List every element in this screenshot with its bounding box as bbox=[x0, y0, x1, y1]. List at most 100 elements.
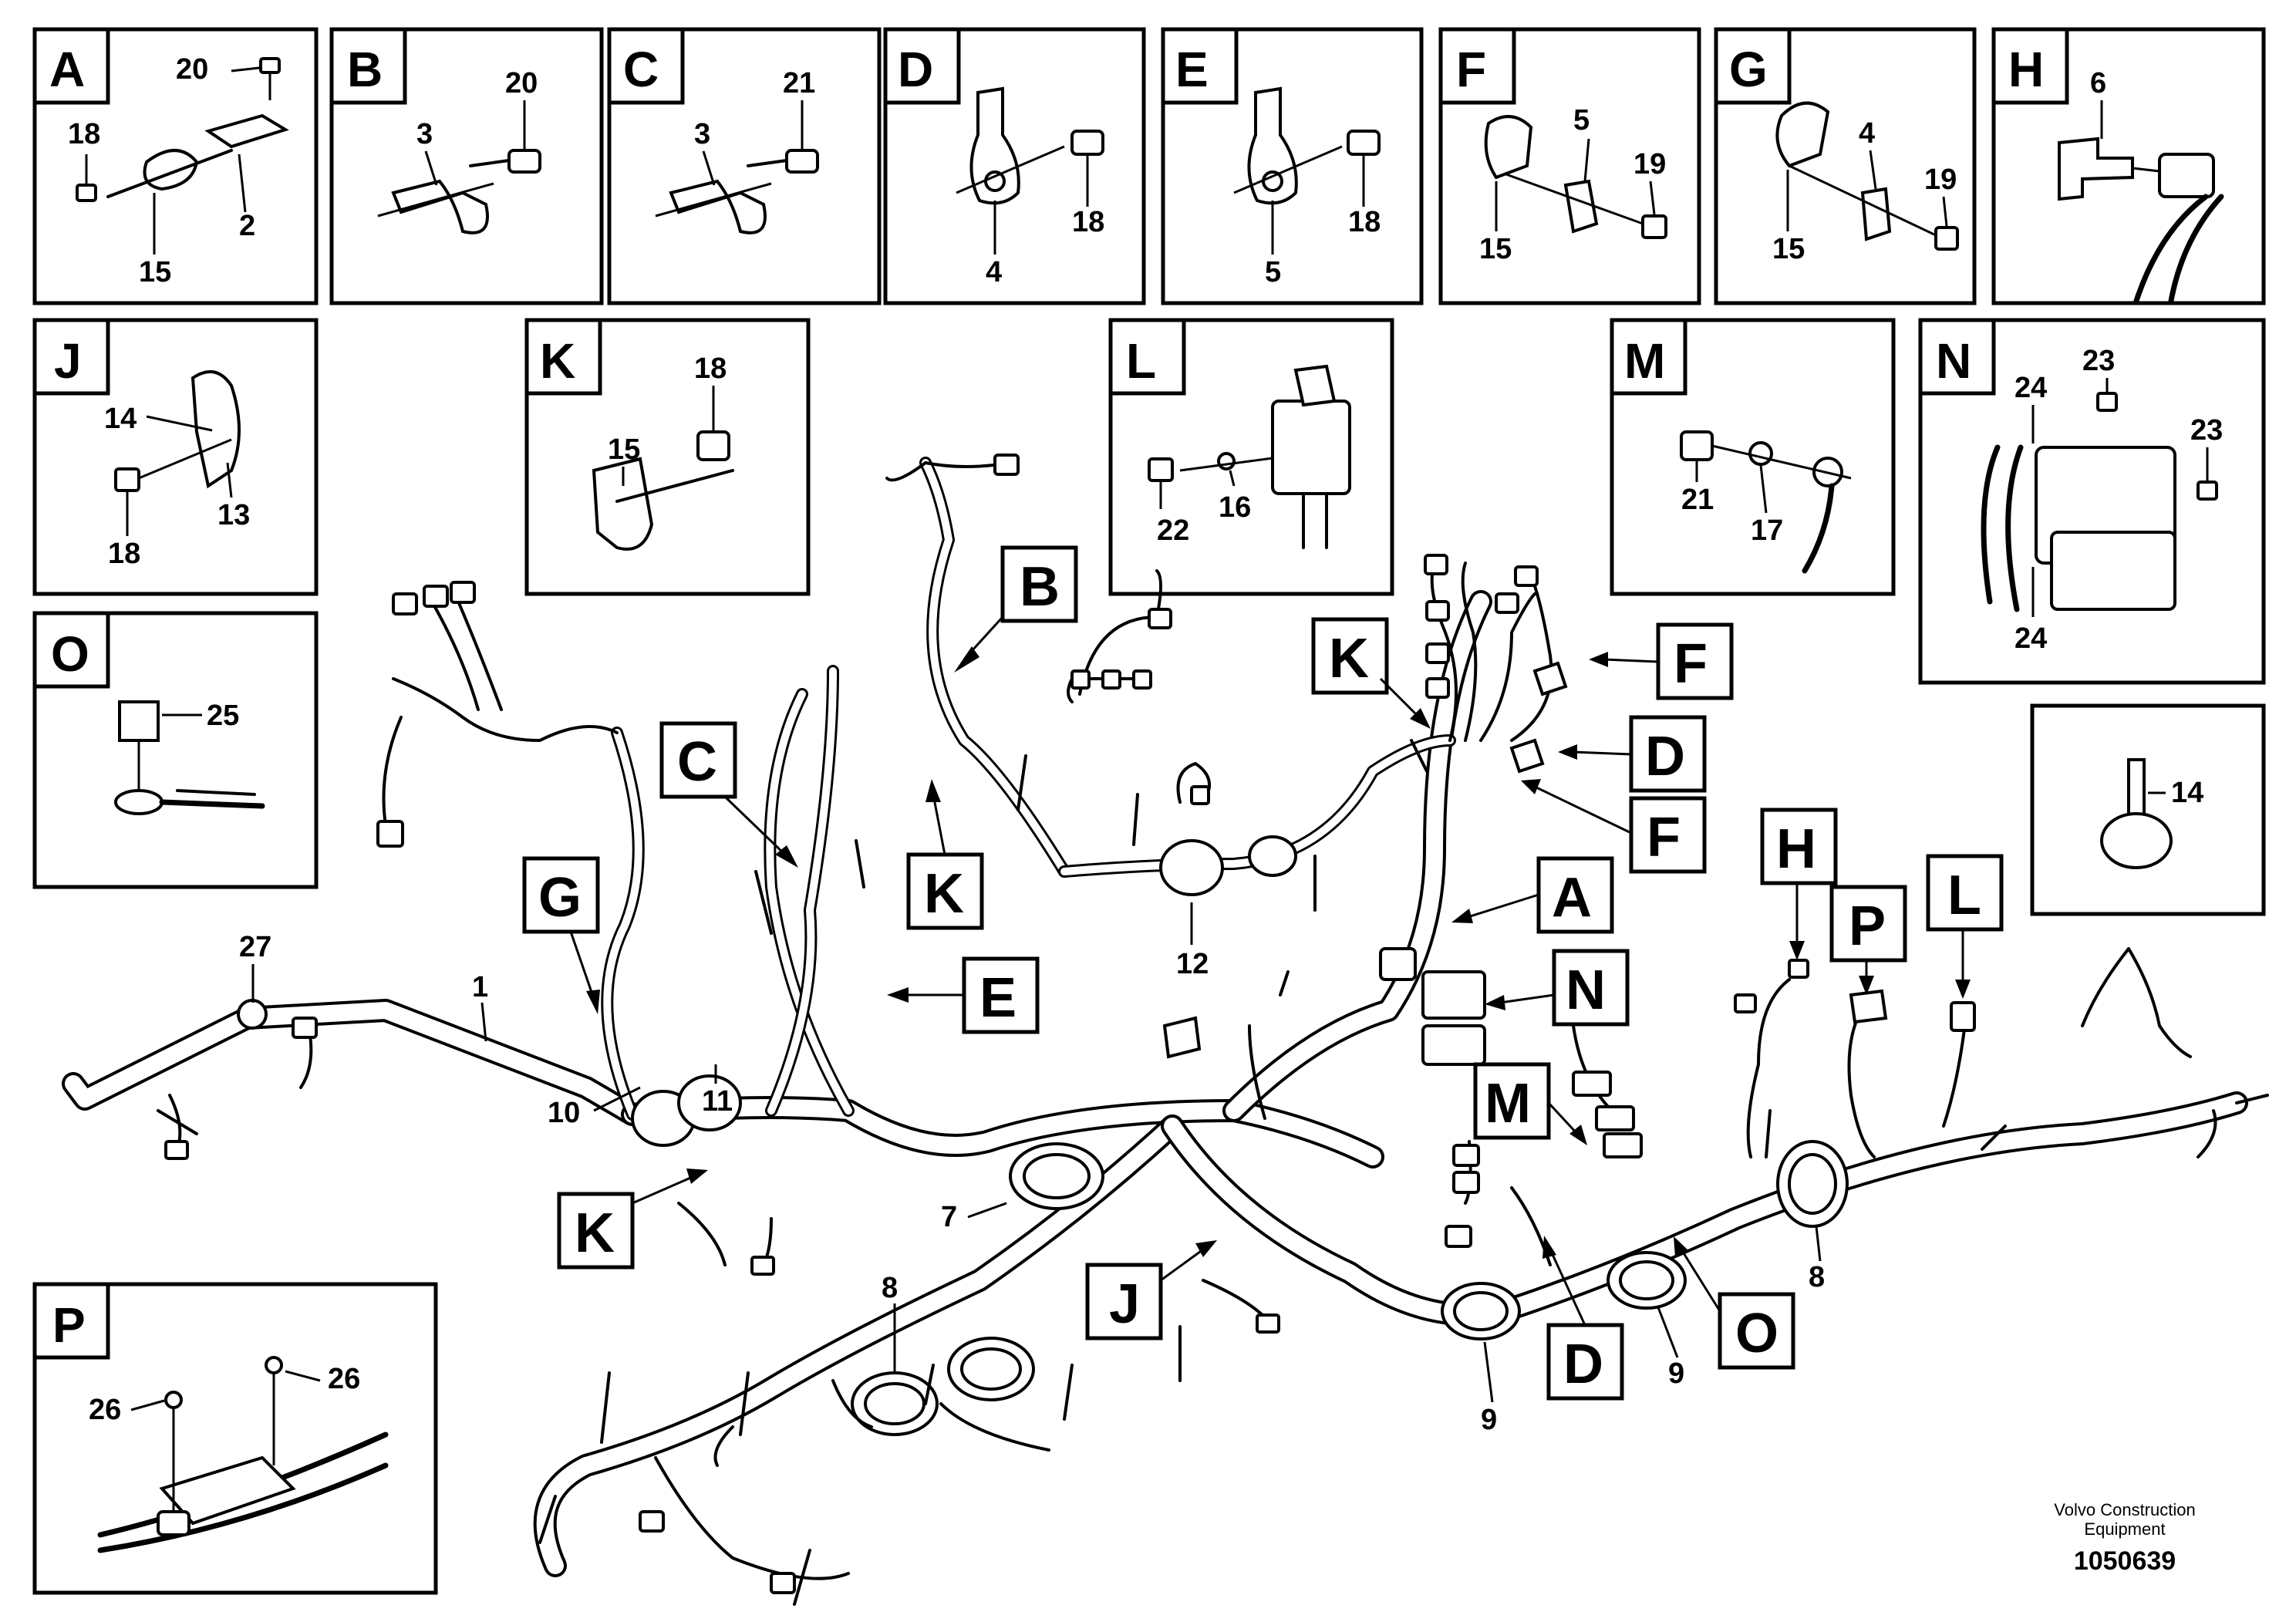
part-label: 15 bbox=[139, 256, 171, 288]
part-label: 3 bbox=[694, 118, 710, 150]
callout-o: O bbox=[1735, 1303, 1778, 1364]
detail-h: H 6 bbox=[1991, 27, 2266, 305]
screw-icon bbox=[1934, 226, 1959, 251]
part-number-9: 9 bbox=[1481, 1404, 1497, 1436]
connector-icon bbox=[1452, 1171, 1480, 1194]
callout-box-d bbox=[1629, 715, 1707, 793]
relay-icon bbox=[1379, 947, 1417, 981]
connector-icon bbox=[392, 592, 418, 615]
p-clamp-icon bbox=[669, 179, 767, 234]
grommet-icon bbox=[237, 999, 268, 1030]
detail-m: M 21 17 bbox=[1610, 318, 1896, 596]
connector-icon bbox=[2158, 153, 2215, 198]
part-label: 15 bbox=[1479, 233, 1512, 265]
main-harness bbox=[62, 454, 2269, 1606]
connector-icon bbox=[1424, 554, 1448, 575]
part-label: 16 bbox=[1219, 491, 1251, 524]
callout-d: D bbox=[1563, 1334, 1603, 1395]
connector-icon bbox=[376, 820, 404, 848]
part-number-7: 7 bbox=[941, 1201, 957, 1233]
fuse-holder-icon bbox=[1849, 989, 1888, 1024]
screw-icon bbox=[1148, 457, 1174, 482]
relay-icon bbox=[1950, 1001, 1976, 1032]
detail-letter: D bbox=[898, 42, 933, 97]
detail-letter: L bbox=[1126, 333, 1156, 389]
callout-h: H bbox=[1776, 818, 1816, 880]
connector-icon bbox=[1734, 993, 1757, 1013]
connector-icon bbox=[292, 1017, 318, 1039]
connector-icon bbox=[1190, 785, 1210, 805]
connector-icon bbox=[1101, 669, 1121, 690]
main-part-labels: 27 1 10 11 7 12 8 8 9 9 bbox=[239, 902, 1825, 1436]
connector-icon bbox=[1452, 1144, 1480, 1167]
detail-o: O 25 bbox=[32, 611, 319, 889]
bracket-icon bbox=[204, 113, 289, 149]
detail-e: E 18 5 bbox=[1161, 27, 1424, 305]
part-label: 19 bbox=[1633, 148, 1666, 180]
part-label: 26 bbox=[89, 1394, 121, 1426]
part-label: 22 bbox=[1157, 514, 1189, 547]
callout-box-b bbox=[1000, 545, 1078, 623]
connector-icon bbox=[1256, 1313, 1280, 1334]
callout-k: K bbox=[1329, 628, 1369, 690]
connector-icon bbox=[639, 1510, 665, 1533]
ring-terminal-icon bbox=[114, 789, 164, 815]
detail-j: J 14 13 18 bbox=[32, 318, 319, 596]
detail-letter: N bbox=[1936, 333, 1971, 389]
connector-icon bbox=[1495, 592, 1519, 614]
connector-icon bbox=[1445, 1225, 1472, 1248]
brand-line-1: Volvo Construction bbox=[2054, 1500, 2195, 1519]
detail-letter: C bbox=[623, 42, 659, 97]
callout-p: P bbox=[1849, 895, 1886, 957]
part-number-12: 12 bbox=[1176, 948, 1209, 980]
detail-cable-tie: 14 bbox=[2030, 703, 2266, 916]
detail-letter: E bbox=[1175, 42, 1209, 97]
callout-box-k bbox=[906, 852, 984, 930]
connector-icon bbox=[1788, 959, 1809, 979]
bolt-icon bbox=[785, 149, 819, 174]
callout-box-j bbox=[1085, 1263, 1163, 1340]
bracket-icon bbox=[2058, 137, 2134, 201]
screw-icon bbox=[1641, 214, 1667, 239]
connector-icon bbox=[1572, 1071, 1612, 1097]
detail-letter: O bbox=[51, 626, 89, 682]
part-number-8: 8 bbox=[882, 1272, 898, 1304]
part-label: 26 bbox=[328, 1363, 360, 1395]
connector-icon bbox=[770, 1572, 796, 1594]
detail-letter: P bbox=[52, 1297, 86, 1353]
callout-g: G bbox=[538, 867, 582, 929]
part-label: 20 bbox=[505, 67, 538, 99]
callout-box-f bbox=[1629, 796, 1707, 874]
bolt-icon bbox=[696, 430, 730, 461]
callout-box-c bbox=[659, 721, 737, 799]
cable-tie-mount-icon bbox=[1247, 86, 1298, 205]
relay-icon bbox=[1421, 1024, 1486, 1066]
detail-f: F 5 19 15 bbox=[1438, 27, 1701, 305]
cable-tie-clamp-icon bbox=[190, 370, 241, 489]
connector-icon bbox=[1595, 1105, 1635, 1131]
cable-tie-mount-icon bbox=[1860, 187, 1892, 241]
detail-letter: F bbox=[1456, 42, 1486, 97]
callout-box-g bbox=[522, 856, 600, 934]
callout-box-d bbox=[1546, 1323, 1624, 1401]
clamp-icon bbox=[1509, 738, 1545, 774]
part-label: 2 bbox=[239, 210, 255, 242]
detail-letter: M bbox=[1624, 333, 1665, 389]
screw-icon bbox=[76, 184, 97, 202]
cable-tie-mount-icon bbox=[969, 86, 1020, 205]
detail-p: P 26 26 bbox=[32, 1282, 438, 1595]
connector-icon bbox=[1070, 669, 1091, 690]
screw-icon bbox=[2096, 392, 2118, 412]
screw-icon bbox=[2197, 481, 2218, 501]
part-number-27: 27 bbox=[239, 931, 271, 963]
part-label: 4 bbox=[986, 256, 1002, 288]
callout-box-k bbox=[1311, 617, 1389, 695]
screw-icon bbox=[164, 1391, 183, 1409]
callout-c: C bbox=[677, 731, 717, 793]
part-label: 24 bbox=[2014, 622, 2047, 655]
callout-a: A bbox=[1552, 867, 1592, 929]
part-label: 14 bbox=[2171, 777, 2203, 809]
callout-box-p bbox=[1829, 885, 1907, 963]
bolt-icon bbox=[118, 700, 160, 742]
